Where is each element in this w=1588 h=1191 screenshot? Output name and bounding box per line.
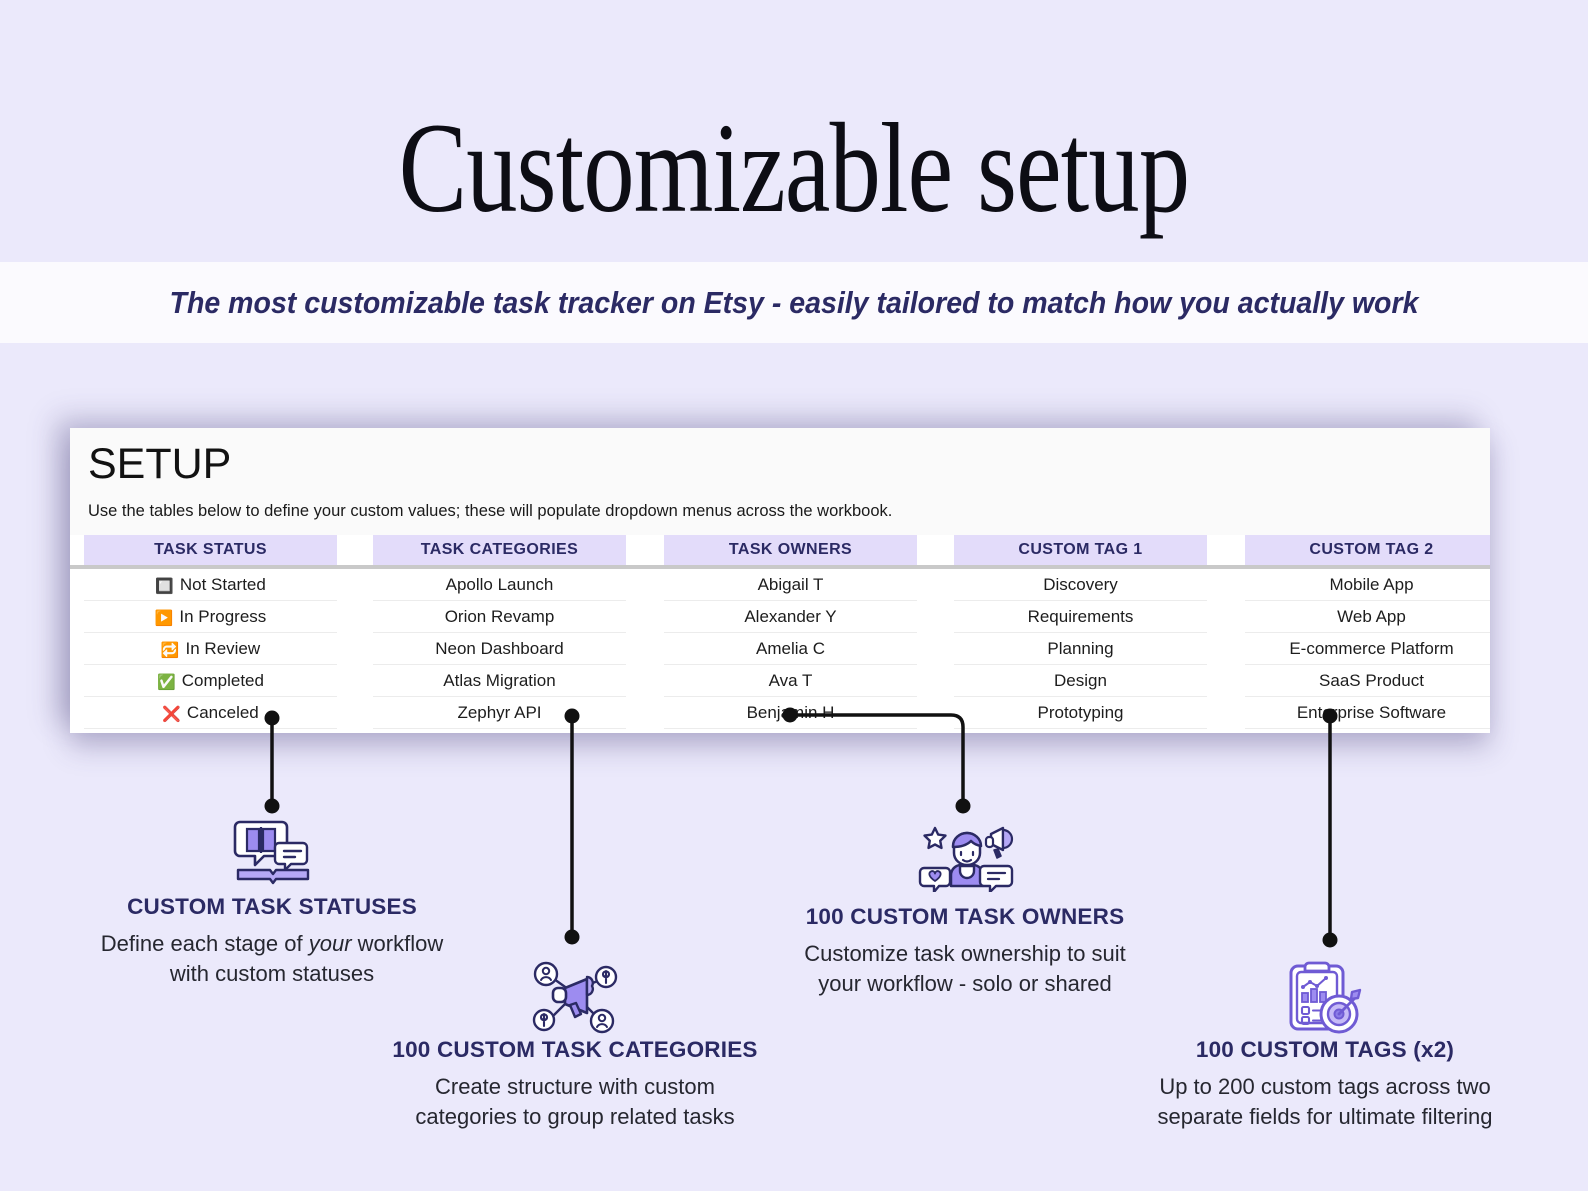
callout-description: Customize task ownership to suit your wo… — [720, 939, 1210, 999]
blue-play-icon: ▶️ — [154, 610, 174, 627]
desc-emphasis: your — [308, 931, 352, 956]
hero-band — [0, 0, 1588, 262]
column-custom-tag-2: CUSTOM TAG 2 Mobile App Web App E-commer… — [1245, 535, 1490, 729]
column-task-owners: TASK OWNERS Abigail T Alexander Y Amelia… — [664, 535, 917, 729]
cell-label: In Progress — [179, 607, 267, 626]
clipboard-chart-target-icon — [1289, 961, 1362, 1034]
blue-cycle-icon: 🔁 — [160, 642, 180, 659]
cell-label: In Review — [185, 639, 261, 658]
callout-custom-task-categories: 100 CUSTOM TASK CATEGORIES Create struct… — [330, 1035, 820, 1132]
column-custom-tag-1: CUSTOM TAG 1 Discovery Requirements Plan… — [954, 535, 1207, 729]
table-row[interactable]: Planning — [954, 633, 1207, 665]
setup-tables: TASK STATUS 🔲 Not Started ▶️ In Progress 🔁… — [70, 535, 1490, 733]
column-header-custom-tag-2: CUSTOM TAG 2 — [1245, 535, 1490, 569]
setup-instructions: Use the tables below to define your cust… — [88, 502, 893, 520]
table-row[interactable]: ✅ Completed — [84, 665, 337, 697]
blue-square-icon: 🔲 — [155, 578, 174, 595]
page-title: Customizable setup — [398, 97, 1190, 239]
table-row[interactable]: E-commerce Platform — [1245, 633, 1490, 665]
table-row[interactable]: Benjamin H — [664, 697, 917, 729]
desc-line-2: separate fields for ultimate filtering — [1157, 1104, 1493, 1129]
table-row[interactable]: Ava T — [664, 665, 917, 697]
table-row[interactable]: Apollo Launch — [373, 569, 626, 601]
table-row[interactable]: ❌ Canceled — [84, 697, 337, 729]
connector-dot — [1322, 932, 1338, 948]
table-row[interactable]: Discovery — [954, 569, 1207, 601]
person-avatar-badges-icon — [918, 826, 1014, 892]
column-header-task-status: TASK STATUS — [84, 535, 337, 569]
table-row[interactable]: Requirements — [954, 601, 1207, 633]
callout-description: Create structure with custom categories … — [330, 1072, 820, 1132]
callout-custom-tags: 100 CUSTOM TAGS (x2) Up to 200 custom ta… — [1070, 1035, 1580, 1132]
desc-text: Define each stage of — [100, 931, 309, 956]
callout-custom-task-owners: 100 CUSTOM TASK OWNERS Customize task ow… — [720, 902, 1210, 999]
desc-line-1: Customize task ownership to suit — [804, 941, 1126, 966]
callout-title: 100 CUSTOM TASK OWNERS — [805, 904, 1125, 929]
connector-dot — [564, 929, 580, 945]
table-row[interactable]: 🔁 In Review — [84, 633, 337, 665]
callout-title: 100 CUSTOM TAGS (x2) — [1195, 1037, 1455, 1062]
table-row[interactable]: Prototyping — [954, 697, 1207, 729]
table-row[interactable]: Alexander Y — [664, 601, 917, 633]
column-header-task-categories: TASK CATEGORIES — [373, 535, 626, 569]
page-subtitle: The most customizable task tracker on Et… — [169, 285, 1419, 320]
desc-line-2: with custom statuses — [169, 961, 375, 986]
cell-label: Completed — [181, 671, 264, 690]
table-row[interactable]: Enterprise Software — [1245, 697, 1490, 729]
table-row[interactable]: Web App — [1245, 601, 1490, 633]
desc-line-1: Define each stage of your workflow — [101, 931, 443, 956]
setup-screenshot-panel: SETUP Use the tables below to define you… — [70, 428, 1490, 733]
table-row[interactable]: 🔲 Not Started — [84, 569, 337, 601]
table-row[interactable]: Amelia C — [664, 633, 917, 665]
subtitle-band — [0, 262, 1588, 343]
table-row[interactable]: Atlas Migration — [373, 665, 626, 697]
column-header-custom-tag-1: CUSTOM TAG 1 — [954, 535, 1207, 569]
green-check-icon: ✅ — [157, 674, 176, 691]
cell-label: Not Started — [179, 575, 266, 594]
desc-line-1: Up to 200 custom tags across two — [1159, 1074, 1491, 1099]
table-row[interactable]: SaaS Product — [1245, 665, 1490, 697]
column-task-status: TASK STATUS 🔲 Not Started ▶️ In Progress 🔁… — [84, 535, 337, 729]
column-task-categories: TASK CATEGORIES Apollo Launch Orion Reva… — [373, 535, 626, 729]
desc-line-1: Create structure with custom — [435, 1074, 715, 1099]
setup-heading: SETUP — [88, 440, 232, 488]
desc-line-2: categories to group related tasks — [415, 1104, 735, 1129]
red-cross-icon: ❌ — [162, 706, 181, 723]
table-row[interactable]: Orion Revamp — [373, 601, 626, 633]
table-row[interactable]: ▶️ In Progress — [84, 601, 337, 633]
table-row[interactable]: Zephyr API — [373, 697, 626, 729]
cell-label: Canceled — [186, 703, 259, 722]
callout-custom-task-statuses: CUSTOM TASK STATUSES Define each stage o… — [22, 892, 522, 989]
callout-title: 100 CUSTOM TASK CATEGORIES — [392, 1037, 758, 1062]
panel-header: SETUP Use the tables below to define you… — [70, 428, 1490, 535]
callout-description: Up to 200 custom tags across two separat… — [1070, 1072, 1580, 1132]
connector-dot — [955, 798, 971, 814]
callout-description: Define each stage of your workflow with … — [22, 929, 522, 989]
callout-title: CUSTOM TASK STATUSES — [127, 894, 417, 919]
table-row[interactable]: Mobile App — [1245, 569, 1490, 601]
table-row[interactable]: Neon Dashboard — [373, 633, 626, 665]
open-book-speech-bubble-icon — [233, 820, 310, 885]
megaphone-network-icon — [532, 961, 618, 1034]
table-row[interactable]: Abigail T — [664, 569, 917, 601]
desc-line-2: your workflow - solo or shared — [818, 971, 1112, 996]
desc-text: workflow — [351, 931, 444, 956]
table-row[interactable]: Design — [954, 665, 1207, 697]
column-header-task-owners: TASK OWNERS — [664, 535, 917, 569]
